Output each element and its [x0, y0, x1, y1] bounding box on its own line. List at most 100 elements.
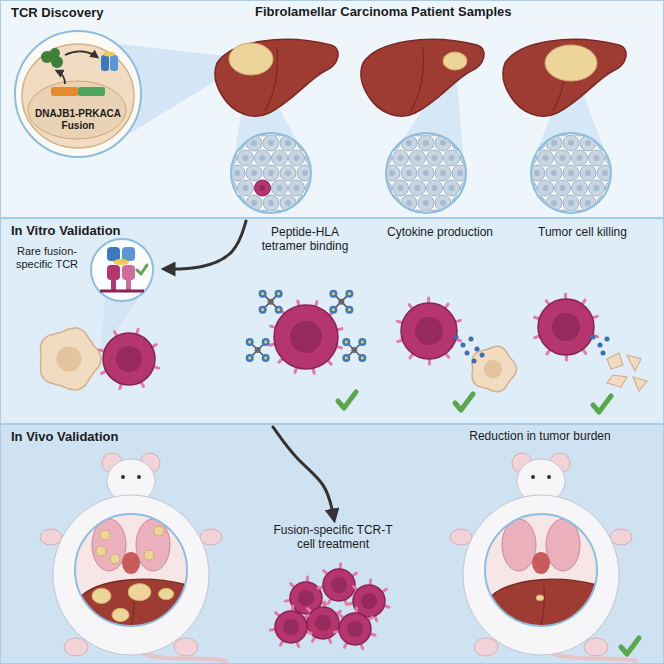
cell-nucleus — [294, 155, 300, 161]
cell-nucleus — [594, 155, 600, 161]
hepatocyte — [289, 150, 305, 166]
t-cell — [534, 294, 597, 360]
hepatocyte — [452, 195, 468, 211]
cell-nucleus — [389, 140, 395, 146]
t-cell — [99, 329, 158, 388]
tissue-cells — [221, 120, 322, 226]
cell-nucleus — [415, 155, 421, 161]
t-cell-nucleus — [331, 577, 347, 593]
hepatocyte — [563, 165, 579, 181]
mouse-paw — [200, 529, 222, 545]
cell-nucleus — [611, 185, 617, 191]
cell-nucleus — [594, 185, 600, 191]
cell-nucleus — [423, 140, 429, 146]
inset-ring — [15, 31, 141, 157]
tcr-zoom-circle: Rare fusion-specific TCR — [89, 237, 155, 303]
cell-nucleus — [551, 140, 557, 146]
cell-nucleus — [406, 200, 412, 206]
hepatocyte — [393, 180, 409, 196]
hepatocyte — [272, 150, 288, 166]
assay-label: Tumor cell killing — [525, 226, 640, 240]
check-mark — [455, 394, 473, 410]
hla-monomer — [358, 354, 366, 362]
cell-nucleus — [568, 170, 574, 176]
liver-lobe — [485, 579, 602, 652]
cell-nucleus — [277, 185, 283, 191]
cell-nucleus — [398, 155, 404, 161]
hla-monomer — [259, 306, 267, 314]
mouse-paw — [474, 638, 498, 656]
hepatocyte — [418, 165, 434, 181]
hla-monomer — [262, 338, 270, 346]
hepatocyte — [418, 135, 434, 151]
mouse-paw — [40, 529, 62, 545]
hepatocyte — [452, 135, 468, 151]
peptide — [277, 308, 280, 311]
cell-nucleus — [585, 140, 591, 146]
cell-nucleus — [602, 170, 608, 176]
tumor-cell — [41, 328, 102, 390]
cytokine-dot — [469, 337, 474, 342]
cell-nucleus — [234, 200, 240, 206]
liver-fissure — [532, 586, 544, 647]
cell-nucleus — [457, 200, 463, 206]
cell-nucleus — [423, 170, 429, 176]
mouse-body — [463, 495, 619, 655]
dnajb1-segment — [51, 87, 78, 96]
tumor-nodule — [159, 588, 174, 599]
zoom-ring — [531, 133, 611, 213]
mouse-body — [53, 495, 209, 655]
flow-arrow — [273, 427, 334, 519]
cell-nucleus — [551, 170, 557, 176]
tumor-nodule — [229, 43, 273, 75]
cell-nucleus — [285, 140, 291, 146]
cell-nucleus — [251, 200, 257, 206]
tumor-nodule — [92, 588, 111, 603]
cell-nucleus — [534, 200, 540, 206]
t-cell — [397, 298, 460, 364]
cell-nucleus — [466, 185, 472, 191]
cytotoxic-granule — [601, 351, 606, 356]
lung-tumor — [96, 546, 106, 556]
hla-monomer — [329, 290, 337, 298]
cell-nucleus — [268, 170, 274, 176]
hepatocyte — [435, 165, 451, 181]
hepatocyte — [297, 195, 313, 211]
fusion-protein — [51, 56, 63, 68]
hepatocyte — [589, 180, 605, 196]
tumor-nodule — [128, 584, 151, 601]
panel-band: TCR DiscoveryDNAJB1-PRKACA Fusion — [0, 0, 664, 218]
tumor-nodule — [443, 52, 467, 70]
cell-nucleus — [423, 200, 429, 206]
tetramer — [329, 290, 353, 314]
lung — [502, 519, 536, 571]
hepatocyte — [572, 150, 588, 166]
tetramer — [342, 338, 366, 362]
cell-nucleus — [440, 140, 446, 146]
hepatocyte — [555, 180, 571, 196]
hla-monomer — [329, 306, 337, 314]
heart — [122, 552, 140, 574]
cytokine-dot — [475, 347, 480, 352]
hla-molecule — [110, 55, 118, 71]
tetramer — [259, 290, 283, 314]
hepatocyte — [280, 165, 296, 181]
peptide — [261, 308, 264, 311]
tumor-cell — [472, 346, 516, 392]
peptide — [248, 340, 251, 343]
tumor-fragment — [607, 375, 627, 387]
hepatocyte — [410, 150, 426, 166]
hepatocyte — [529, 135, 545, 151]
t-cell-nucleus — [315, 615, 331, 631]
tumor-nodule — [536, 595, 544, 601]
tissue-cells — [521, 120, 622, 226]
treatment-label: Fusion-specific TCR-T cell treatment — [268, 524, 398, 552]
cell-nucleus — [251, 170, 257, 176]
hepatocyte — [263, 135, 279, 151]
cell-nucleus — [526, 185, 532, 191]
mouse-eye — [531, 475, 535, 479]
hla-monomer — [342, 354, 350, 362]
cell-nucleus — [389, 170, 395, 176]
cell-nucleus — [415, 185, 421, 191]
tcr-beta — [122, 265, 135, 280]
